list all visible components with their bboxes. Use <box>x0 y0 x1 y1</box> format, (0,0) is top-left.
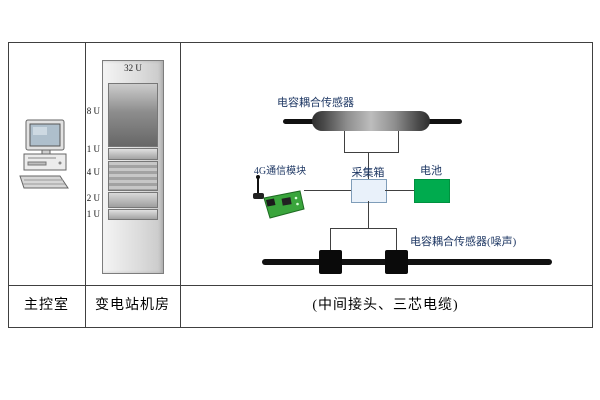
wire-box-battery <box>385 190 414 191</box>
rack-unit-1u-a <box>108 148 158 160</box>
bottom-sensor-label: 电容耦合传感器(噪声) <box>410 236 517 248</box>
wire-module-box <box>304 190 351 191</box>
rack-label-8u: 8 U <box>86 106 100 116</box>
wire-to-box <box>368 152 369 179</box>
wire-bottom-join <box>330 228 397 229</box>
module-4g-label: 4G通信模块 <box>253 166 307 177</box>
wire-bottom-left <box>330 228 331 254</box>
rack-unit-1u-b <box>108 209 158 220</box>
column-divider-2 <box>180 43 181 327</box>
table-frame <box>8 42 593 328</box>
wire-top-join <box>344 152 399 153</box>
rack-unit-4u <box>108 161 158 191</box>
desktop-computer-icon <box>16 118 74 192</box>
cell-label-cable-note: (中间接头、三芯电缆) <box>312 298 459 313</box>
antenna-icon <box>253 175 305 219</box>
wire-top-right <box>398 131 399 152</box>
bottom-sensor-block-right <box>385 250 408 274</box>
rack-unit-2u <box>108 192 158 208</box>
rack-capacity-label: 32 U <box>124 63 142 73</box>
column-divider-1 <box>85 43 86 327</box>
top-sensor-body <box>312 111 430 131</box>
rack-label-1u-a: 1 U <box>86 144 100 154</box>
desktop-computer-svg <box>19 119 69 189</box>
top-sensor-label: 电容耦合传感器 <box>277 97 354 109</box>
wire-box-down <box>368 201 369 228</box>
rack-label-1u-b: 1 U <box>86 209 100 219</box>
cell-label-control-room: 主控室 <box>24 298 69 313</box>
wire-bottom-right <box>396 228 397 254</box>
module-4g <box>250 174 306 222</box>
battery-block <box>414 179 450 203</box>
collection-box-label: 采集箱 <box>351 167 385 179</box>
row-divider <box>9 285 592 286</box>
collection-box <box>351 179 387 203</box>
cell-label-substation-room: 变电站机房 <box>95 298 170 313</box>
battery-label: 电池 <box>420 165 442 177</box>
rack-label-2u: 2 U <box>86 193 100 203</box>
rack-label-4u: 4 U <box>86 167 100 177</box>
wire-top-left <box>344 131 345 152</box>
rack-unit-8u <box>108 83 158 147</box>
server-rack: 32 U <box>102 60 164 274</box>
bottom-sensor-block-left <box>319 250 342 274</box>
